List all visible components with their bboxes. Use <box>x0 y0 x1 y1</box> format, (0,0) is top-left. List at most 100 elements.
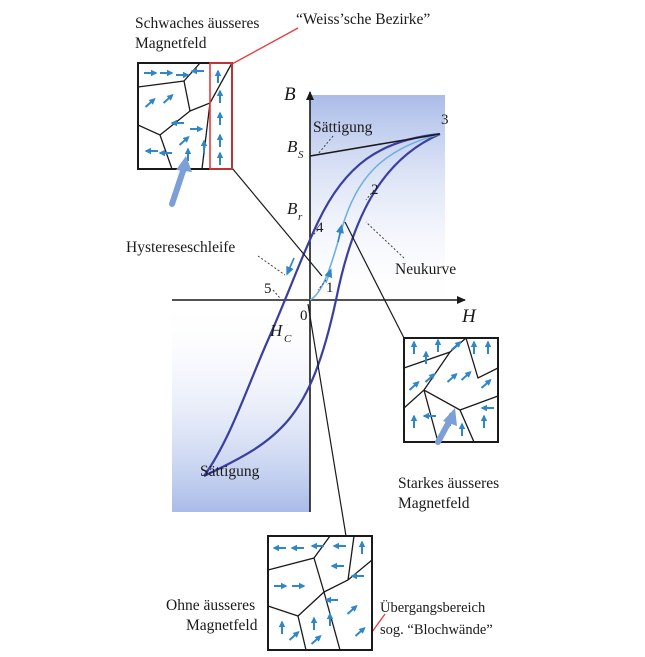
domain-arrowhead <box>184 147 192 154</box>
domain-arrowhead <box>170 119 177 127</box>
hysteresis-upper-branch <box>203 132 441 477</box>
label-ohne-2: Magnetfeld <box>186 617 258 634</box>
domain-arrowhead <box>350 605 358 612</box>
domain-arrowhead <box>410 414 418 421</box>
label-uebergang-2: sog. “Blochwände” <box>380 622 493 638</box>
axis-h-label: H <box>461 306 477 327</box>
domain-arrowhead <box>454 341 462 348</box>
domain-box-none <box>267 535 373 651</box>
domain-arrowhead <box>290 544 297 552</box>
domain-arrowhead <box>480 414 488 421</box>
domain-arrowhead <box>410 340 418 347</box>
domain-arrowhead <box>484 340 492 347</box>
domain-arrowhead <box>183 71 190 79</box>
domain-arrowhead <box>216 111 224 118</box>
label-saettigung-bottom: Sättigung <box>200 463 260 480</box>
connector-strong <box>344 221 405 339</box>
domain-arrowhead <box>428 373 436 380</box>
domain-box-strong <box>403 337 499 443</box>
label-ohne-1: Ohne äusseres <box>166 597 255 614</box>
strong-field-arrow <box>435 417 453 445</box>
domain-arrowhead <box>216 151 224 158</box>
label-starkes-2: Magnetfeld <box>398 495 470 512</box>
bs-label: B <box>287 137 298 156</box>
weak-field-arrow <box>169 165 187 207</box>
domain-arrowhead <box>158 149 165 157</box>
domain-arrowhead <box>326 612 334 619</box>
label-weiss: “Weiss’sche Bezirke” <box>296 11 430 28</box>
connector-none <box>307 303 347 537</box>
label-uebergang-1: Übergangsbereich <box>380 599 486 616</box>
domain-arrowhead <box>324 596 331 604</box>
hysteresis-lower-branch <box>203 132 441 477</box>
domain-arrowhead <box>480 404 487 412</box>
point-4: 4 <box>316 220 324 236</box>
domain-arrowhead <box>144 147 151 155</box>
domain-arrowhead <box>412 381 420 388</box>
loop-arrow-down <box>286 257 295 276</box>
label-neukurve: Neukurve <box>395 261 456 278</box>
domain-arrowhead <box>281 582 288 590</box>
saturation-line <box>309 133 441 157</box>
leader-neukurve <box>365 221 405 259</box>
domain-arrowhead <box>166 94 174 101</box>
domain-arrowhead <box>299 582 306 590</box>
hc-sub: C <box>284 333 292 345</box>
domain-arrowhead <box>190 67 197 75</box>
domain-arrowhead <box>314 635 322 642</box>
domain-arrowhead <box>330 562 337 570</box>
br-label: B <box>287 199 298 218</box>
domain-arrowhead <box>358 627 366 634</box>
br-sub: r <box>298 211 303 223</box>
domain-arrowhead <box>310 542 317 550</box>
red-connector-weiss <box>231 27 299 65</box>
domain-arrowhead <box>167 69 174 77</box>
domain-arrowhead <box>358 540 366 547</box>
leader-p4 <box>311 229 319 237</box>
domain-arrowhead <box>422 350 430 357</box>
point-1: 1 <box>326 280 334 296</box>
shade-upper <box>310 95 445 315</box>
weak-field-arrowhead <box>176 156 192 172</box>
virgin-arrow <box>324 268 333 284</box>
domain-arrowhead <box>151 69 158 77</box>
virgin-curve <box>309 133 441 301</box>
domain-arrowhead <box>197 125 204 133</box>
red-connector-bloch <box>371 613 386 633</box>
domain-arrowhead <box>484 379 492 386</box>
domain-arrowhead <box>422 412 429 420</box>
label-schwaches-2: Magnetfeld <box>135 35 207 52</box>
label-hysterese: Hystereseschleife <box>126 239 235 256</box>
domain-arrowhead <box>278 620 286 627</box>
domain-arrowhead <box>148 98 156 105</box>
point-3: 3 <box>441 112 449 128</box>
domain-arrowhead <box>200 139 208 146</box>
strong-field-arrowhead <box>443 408 457 426</box>
label-schwaches-1: Schwaches äusseres <box>135 15 259 32</box>
leader-hysterese <box>257 255 286 276</box>
leader-p5 <box>272 289 281 299</box>
domain-arrowhead <box>216 89 224 96</box>
domain-arrowhead <box>272 544 279 552</box>
domain-arrowhead <box>464 371 472 378</box>
domain-arrowhead <box>182 136 190 143</box>
origin-label: 0 <box>300 308 308 324</box>
connector-weak <box>231 167 323 277</box>
loop-arrow-up <box>336 224 344 243</box>
domain-arrowhead <box>292 631 300 638</box>
domain-box-weak <box>137 62 233 170</box>
domain-arrowhead <box>214 69 222 76</box>
domain-arrowhead <box>216 133 224 140</box>
domain-arrowhead <box>310 616 318 623</box>
point-5: 5 <box>264 281 272 297</box>
label-saettigung-top: Sättigung <box>313 119 373 136</box>
domain-arrowhead <box>434 338 442 345</box>
hc-label: H <box>269 321 284 340</box>
point-2: 2 <box>371 182 379 198</box>
axis-b-label: B <box>284 84 296 105</box>
bs-sub: S <box>298 149 304 161</box>
domain-arrowhead <box>458 422 466 429</box>
domain-arrowhead <box>470 340 478 347</box>
domain-arrowhead <box>350 572 357 580</box>
